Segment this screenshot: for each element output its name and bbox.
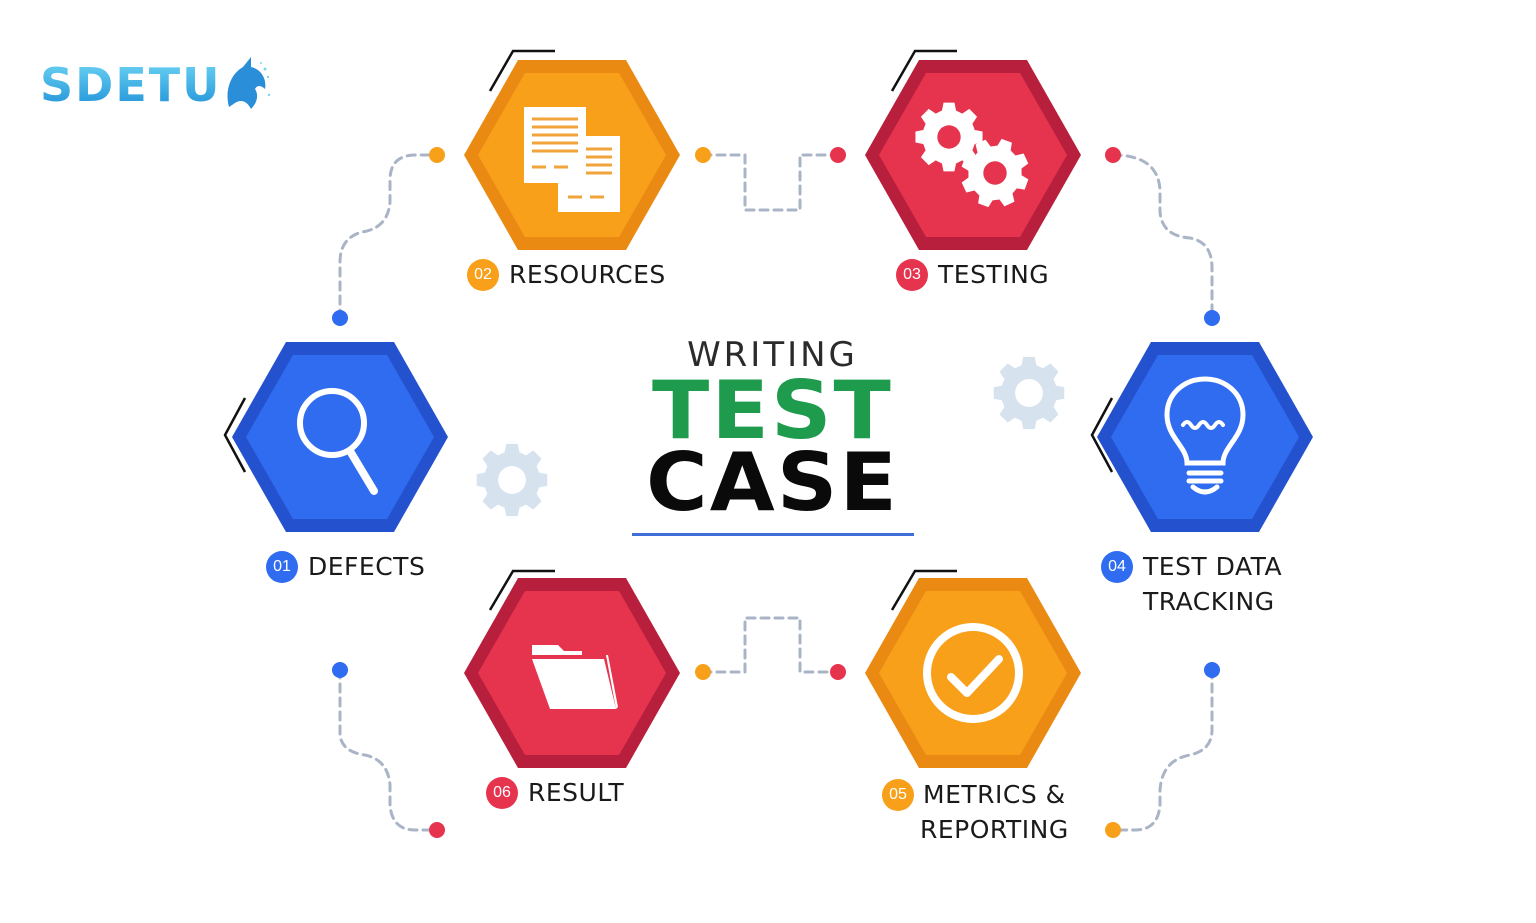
unicorn-head-icon	[227, 57, 271, 109]
step-number-badge: 05	[882, 779, 914, 811]
hexagon-step-06	[464, 578, 680, 768]
hexagon-step-01	[232, 342, 448, 532]
step-label-text: RESOURCES	[509, 260, 666, 289]
lightbulb-icon	[1164, 376, 1246, 495]
folder-icon	[532, 645, 618, 709]
connector-dot	[830, 147, 846, 163]
step-number-badge: 06	[486, 777, 518, 809]
connector-dot	[332, 662, 348, 678]
connector-dot	[332, 310, 348, 326]
hexagon-accent-lines	[223, 49, 1114, 611]
connector-01-06	[338, 668, 439, 832]
title-case: CASE	[646, 436, 899, 529]
step-number-badge: 01	[266, 551, 298, 583]
step-label-text: METRICS & REPORTING	[920, 780, 1069, 844]
connector-03-04	[1111, 153, 1214, 320]
connector-dot	[1204, 310, 1220, 326]
gears-icon	[915, 102, 1039, 217]
connector-dot	[429, 147, 445, 163]
check-circle-icon	[923, 623, 1023, 723]
connector-04-05	[1111, 668, 1214, 832]
decorative-gear-icon	[476, 443, 548, 517]
logo-text: SDETU	[40, 58, 222, 112]
step-label-02: 02 RESOURCES	[467, 259, 666, 292]
title-underline	[631, 533, 914, 536]
step-label-01: 01 DEFECTS	[266, 551, 425, 584]
title-writing: WRITING	[687, 335, 858, 375]
title-test: TEST	[652, 364, 893, 457]
connector-dot	[429, 822, 445, 838]
connector-dot	[695, 147, 711, 163]
hexagon-step-03	[865, 60, 1081, 250]
connector-dot	[1204, 662, 1220, 678]
connector-01-02	[338, 153, 439, 320]
connector-dot	[695, 664, 711, 680]
step-number-badge: 02	[467, 259, 499, 291]
connector-dot	[830, 664, 846, 680]
connector-06-05	[701, 616, 840, 674]
documents-icon	[524, 107, 620, 212]
decorative-gear-icon	[993, 356, 1065, 430]
step-label-06: 06 RESULT	[486, 777, 624, 810]
hexagon-step-05	[865, 578, 1081, 768]
sdetu-logo: SDETU	[40, 55, 271, 115]
step-label-03: 03 TESTING	[896, 259, 1049, 292]
step-label-text: TEST DATA TRACKING	[1143, 552, 1283, 616]
step-label-text: RESULT	[528, 778, 625, 807]
hexagon-step-02	[464, 60, 680, 250]
connector-02-03	[701, 153, 840, 212]
center-title: WRITING TEST CASE	[630, 335, 915, 536]
step-label-text: DEFECTS	[308, 552, 426, 581]
step-label-text: TESTING	[938, 260, 1050, 289]
connector-dot	[1105, 147, 1121, 163]
step-label-04: 04 TEST DATA TRACKING	[1101, 551, 1282, 619]
step-number-badge: 04	[1101, 551, 1133, 583]
step-label-05: 05 METRICS & REPORTING	[882, 779, 1069, 847]
hexagon-step-04	[1097, 342, 1313, 532]
step-number-badge: 03	[896, 259, 928, 291]
magnifier-icon	[297, 388, 378, 495]
connector-dot	[1105, 822, 1121, 838]
